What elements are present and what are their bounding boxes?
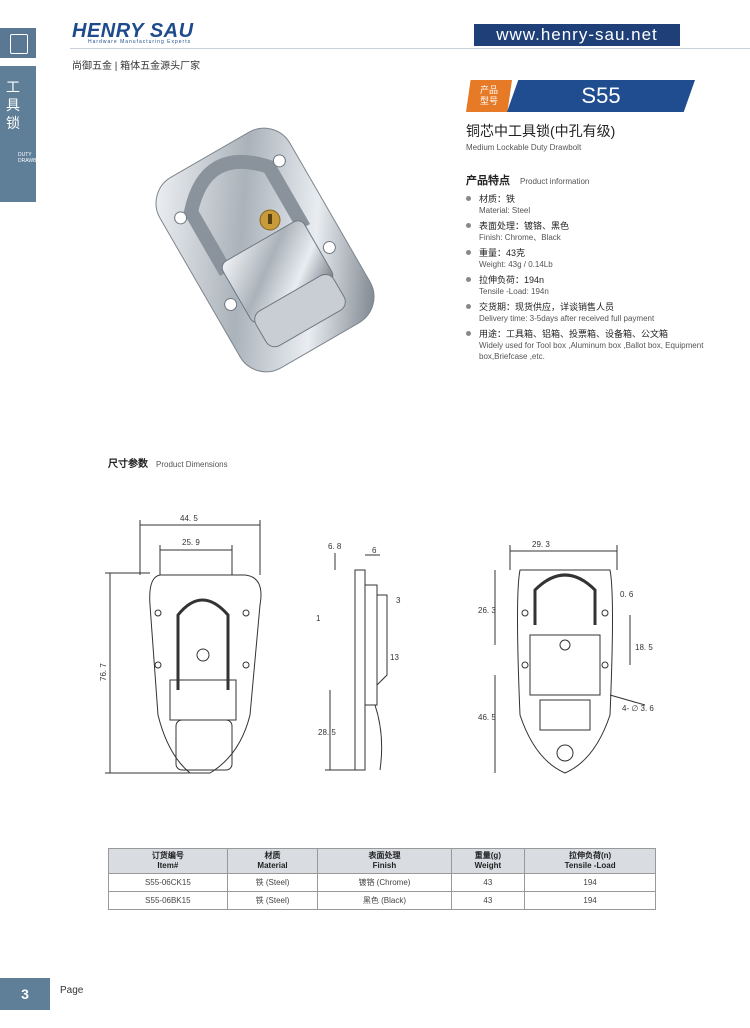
dim-side-d1: 6. 8 — [328, 542, 342, 551]
header-item-en: Item# — [157, 861, 179, 870]
back-view — [494, 545, 646, 774]
product-info-zh: 产品特点 — [466, 175, 510, 187]
dim-front-inner: 25. 9 — [182, 538, 200, 547]
feature-zh: 重量：43克 — [479, 248, 526, 258]
front-view — [105, 520, 262, 774]
table-row: S55-06CK15 铁 (Steel) 镀铬 (Chrome) 43 194 — [108, 873, 656, 892]
header-load-en: Tensile -Load — [564, 861, 616, 870]
dimensions-title-en: Product Dimensions — [156, 460, 228, 469]
side-view — [325, 553, 388, 771]
feature-item: 交货期：现货供应，详谈销售人员 Delivery time: 3-5days a… — [466, 301, 736, 324]
dim-side-d4: 1 — [316, 614, 321, 623]
category-label-zh: 工具锁 — [6, 79, 20, 131]
page-number: 3 — [0, 978, 50, 1010]
feature-item: 重量：43克 Weight: 43g / 0.14Lb — [466, 247, 736, 270]
header-weight-zh: 重量(g) — [474, 851, 501, 860]
feature-en: Delivery time: 3-5days after received fu… — [479, 314, 655, 323]
feature-zh: 用途：工具箱、铝箱、投票箱、设备箱、公文箱 — [479, 329, 669, 339]
dim-side-d3: 3 — [396, 596, 401, 605]
header-load: 拉伸负荷(n)Tensile -Load — [524, 848, 656, 874]
header-material-en: Material — [257, 861, 288, 870]
box-icon — [0, 28, 36, 58]
cell-load: 194 — [524, 873, 656, 892]
feature-item: 材质：铁 Material: Steel — [466, 193, 736, 216]
cell-item: S55-06CK15 — [108, 873, 228, 892]
dim-back-width: 29. 3 — [532, 540, 550, 549]
cell-finish: 镀铬 (Chrome) — [317, 873, 452, 892]
product-subtitle: Medium Lockable Duty Drawbolt — [466, 143, 582, 152]
website-url[interactable]: www.henry-sau.net — [474, 24, 680, 46]
header-item-zh: 订货编号 — [151, 851, 184, 860]
dim-back-holes: 4- ∅ 3. 6 — [622, 704, 654, 713]
header-material-zh: 材质 — [264, 851, 281, 860]
dim-front-width: 44. 5 — [180, 514, 198, 523]
product-info-en: Product information — [520, 177, 590, 186]
category-label-en: DUTY DRAWBOLT — [18, 152, 46, 164]
dimensions-heading: 尺寸参数 Product Dimensions — [108, 455, 228, 470]
feature-en: Tensile -Load: 194n — [479, 287, 549, 296]
header-finish-zh: 表面处理 — [368, 851, 401, 860]
cell-finish: 黑色 (Black) — [317, 891, 452, 910]
feature-en: Weight: 43g / 0.14Lb — [479, 260, 553, 269]
model-number: S55 — [507, 80, 695, 112]
badge-line-2: 型号 — [479, 96, 498, 106]
badge-line-1: 产品 — [479, 85, 498, 95]
dim-side-d2: 6 — [372, 546, 377, 555]
dim-back-h4: 46. 5 — [478, 713, 496, 722]
brand-logo-subtitle: Hardware Manufacturing Experts — [88, 39, 192, 45]
feature-en: Widely used for Tool box ,Aluminum box ,… — [479, 341, 704, 361]
header-weight: 重量(g)Weight — [450, 848, 526, 874]
dim-side-d5: 13 — [390, 653, 399, 662]
dim-back-h1: 26. 3 — [478, 606, 496, 615]
feature-zh: 材质：铁 — [479, 194, 516, 204]
product-info-heading: 产品特点 Product information — [466, 172, 589, 188]
feature-en: Material: Steel — [479, 206, 531, 215]
feature-item: 拉伸负荷：194n Tensile -Load: 194n — [466, 274, 736, 297]
page-label: Page — [60, 985, 84, 996]
dim-back-h3: 18. 5 — [635, 643, 653, 652]
brand-logo: HENRY SAU — [72, 20, 194, 42]
cell-item: S55-06BK15 — [108, 891, 228, 910]
header-weight-en: Weight — [474, 861, 502, 870]
tagline: 尚御五金 | 箱体五金源头厂家 — [72, 61, 201, 72]
model-badge-label: 产品 型号 — [466, 80, 512, 112]
feature-zh: 表面处理：镀铬、黑色 — [479, 221, 570, 231]
category-tab: 工具锁 DUTY DRAWBOLT — [0, 66, 46, 202]
cell-material: 铁 (Steel) — [226, 891, 319, 910]
cell-material: 铁 (Steel) — [226, 873, 319, 892]
cell-weight: 43 — [450, 891, 526, 910]
feature-list: 材质：铁 Material: Steel 表面处理：镀铬、黑色 Finish: … — [466, 193, 736, 366]
feature-zh: 交货期：现货供应，详谈销售人员 — [479, 302, 615, 312]
feature-item: 表面处理：镀铬、黑色 Finish: Chrome、Black — [466, 220, 736, 243]
header-divider — [70, 48, 750, 49]
cell-load: 194 — [524, 891, 656, 910]
dim-front-height: 76. 7 — [100, 663, 108, 681]
dim-side-d6: 28. 5 — [318, 728, 336, 737]
table-row: S55-06BK15 铁 (Steel) 黑色 (Black) 43 194 — [108, 891, 656, 910]
feature-en: Finish: Chrome、Black — [479, 233, 561, 242]
header-finish-en: Finish — [372, 861, 397, 870]
dimensions-title-zh: 尺寸参数 — [108, 459, 148, 470]
cell-weight: 43 — [450, 873, 526, 892]
product-photo — [155, 127, 375, 373]
header-load-zh: 拉伸负荷(n) — [568, 851, 612, 860]
feature-item: 用途：工具箱、铝箱、投票箱、设备箱、公文箱 Widely used for To… — [466, 328, 736, 362]
product-title: 铜芯中工具锁(中孔有级) — [466, 123, 616, 139]
dimension-drawings: 44. 5 25. 9 76. 7 6. 8 6 3 1 13 28. 5 29… — [100, 514, 654, 774]
dim-back-h2: 0. 6 — [620, 590, 634, 599]
feature-zh: 拉伸负荷：194n — [479, 275, 545, 285]
